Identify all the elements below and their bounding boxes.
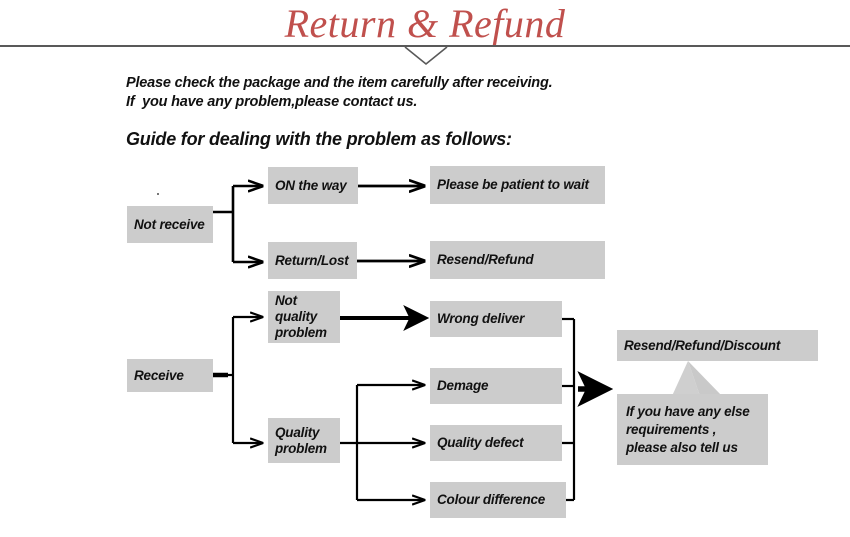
node-resend-refund[interactable]: Resend/Refund [430,241,605,279]
node-please-be-patient[interactable]: Please be patient to wait [430,166,605,204]
node-quality-defect[interactable]: Quality defect [430,425,562,461]
intro-paragraph: Please check the package and the item ca… [126,75,553,110]
node-return-lost[interactable]: Return/Lost [268,242,357,279]
chevron-down-icon [404,46,448,66]
node-quality-problem[interactable]: Quality problem [268,418,340,463]
page-title: Return & Refund [284,1,566,46]
header-divider-line [0,45,850,47]
node-colour-difference[interactable]: Colour difference [430,482,566,518]
guide-heading: Guide for dealing with the problem as fo… [126,129,512,149]
node-on-the-way[interactable]: ON the way [268,167,358,204]
node-any-else-requirements[interactable]: If you have any else requirements , plea… [617,394,768,465]
node-receive[interactable]: Receive [127,359,213,392]
speck-artifact [157,193,159,195]
node-not-receive[interactable]: Not receive [127,206,213,243]
node-wrong-deliver[interactable]: Wrong deliver [430,301,562,337]
node-resend-refund-discount[interactable]: Resend/Refund/Discount [617,330,818,361]
node-not-quality-problem[interactable]: Not quality problem [268,291,340,343]
node-demage[interactable]: Demage [430,368,562,404]
